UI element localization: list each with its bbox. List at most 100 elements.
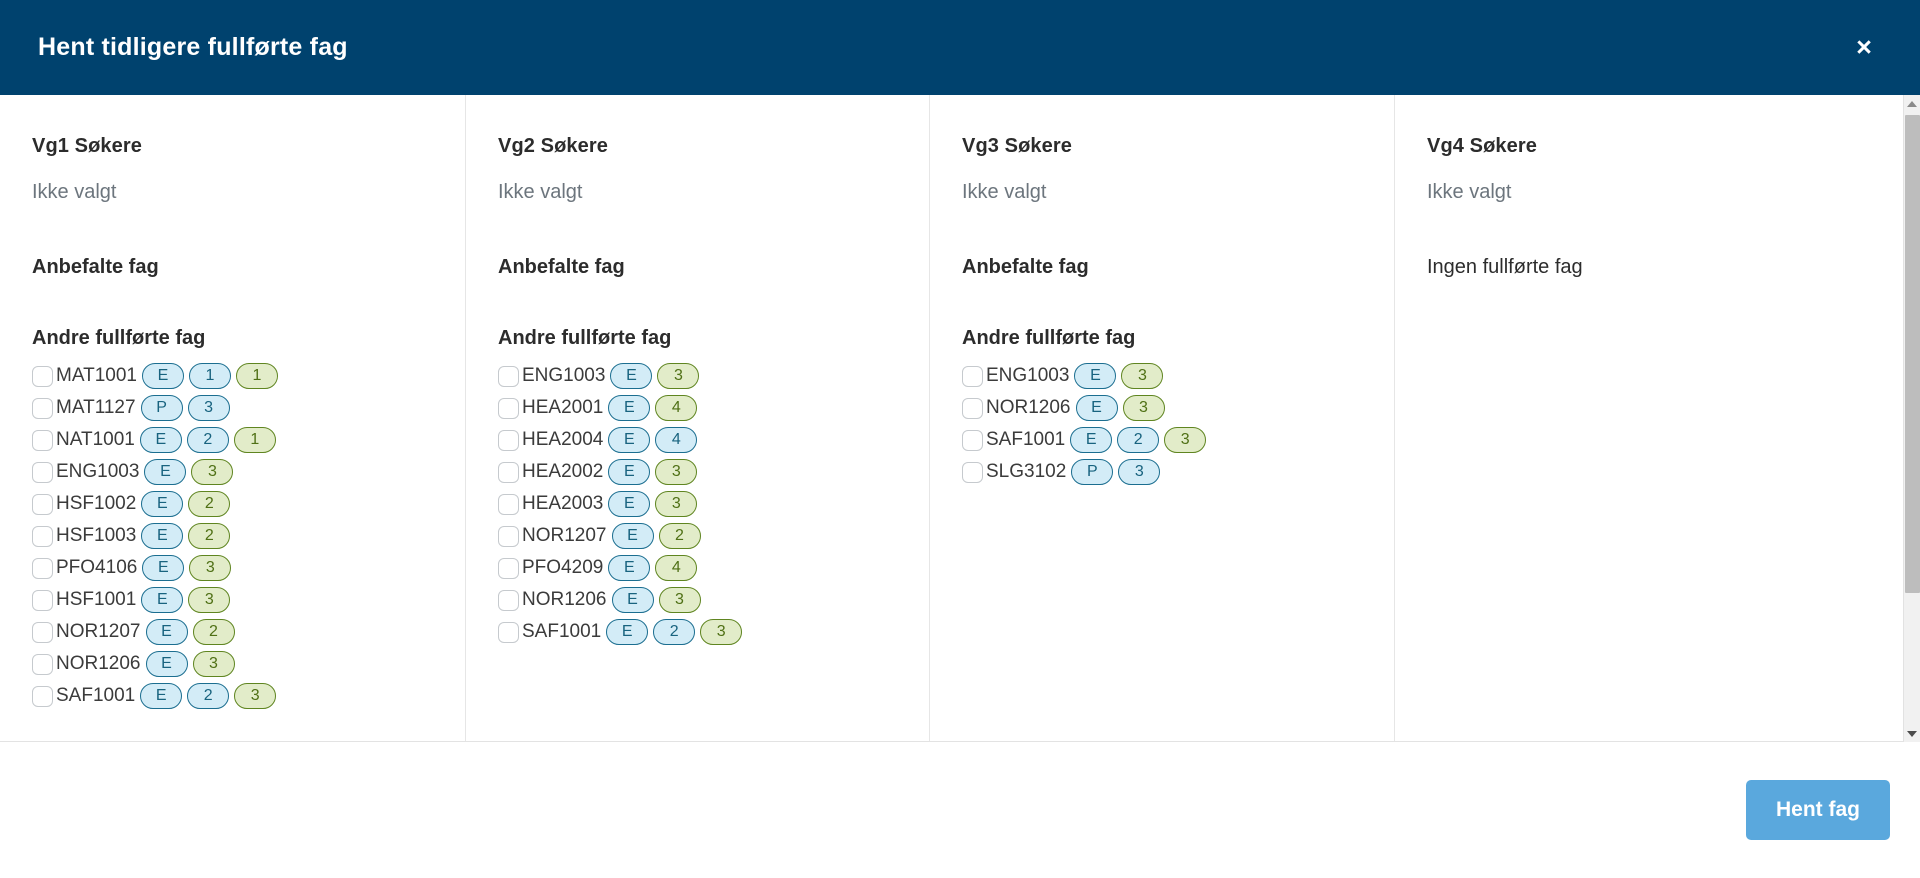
recommended-subjects-heading: Anbefalte fag [32,256,159,278]
subject-badge: P [1071,459,1114,485]
subject-badge: 3 [234,683,277,709]
subject-badge: 3 [188,587,231,613]
subject-checkbox[interactable] [32,525,53,547]
hent-fag-button[interactable]: Hent fag [1746,780,1890,840]
subject-badge: 3 [1122,395,1165,421]
scroll-down-arrow-icon[interactable] [1904,725,1920,742]
subject-badge: E [145,651,188,677]
subject-badge: 3 [1164,427,1207,453]
subject-badge: 3 [1118,459,1161,485]
recommended-subjects-heading: Anbefalte fag [498,256,625,278]
subject-badge: 3 [187,395,230,421]
subject-code: NOR1207 [522,525,607,546]
column-selection-status: Ikke valgt [1427,181,1512,203]
subject-checkbox[interactable] [32,461,53,483]
subject-checkbox[interactable] [498,397,519,419]
subject-checkbox[interactable] [498,493,519,515]
subject-checkbox[interactable] [32,365,53,387]
subject-code: NOR1206 [522,589,607,610]
subject-badge: E [145,619,188,645]
subject-badge: E [608,427,651,453]
subject-badge: E [141,363,184,389]
scrollbar-thumb[interactable] [1905,115,1920,593]
subject-checkbox[interactable] [32,493,53,515]
subject-checkbox[interactable] [32,557,53,579]
subject-badge: 2 [186,427,229,453]
subject-checkbox[interactable] [32,397,53,419]
subject-checkbox[interactable] [498,365,519,387]
subject-checkbox[interactable] [32,621,53,643]
subject-code: PFO4209 [522,557,604,578]
subject-code: ENG1003 [56,461,140,482]
subject-badge: 2 [192,619,235,645]
subject-badge: 1 [233,427,276,453]
subject-badge: E [608,395,651,421]
subject-checkbox[interactable] [962,429,983,451]
subject-badge: E [610,363,653,389]
subject-checkbox[interactable] [498,589,519,611]
subject-badge: E [141,523,184,549]
scroll-up-arrow-icon[interactable] [1904,95,1920,112]
subject-checkbox[interactable] [498,525,519,547]
column-selection-status: Ikke valgt [962,181,1047,203]
other-subjects-heading: Andre fullførte fag [32,327,206,349]
subject-badge: 3 [1121,363,1164,389]
subject-checkbox[interactable] [962,397,983,419]
subject-badge: E [611,587,654,613]
subject-badge: P [140,395,183,421]
close-icon[interactable]: × [1844,28,1884,68]
subject-badge: E [1070,427,1113,453]
subject-badge: 3 [700,619,743,645]
subject-checkbox[interactable] [32,653,53,675]
subject-badge: 2 [188,491,231,517]
subject-badge: 3 [655,459,698,485]
subject-checkbox[interactable] [32,685,53,707]
subject-code: PFO4106 [56,557,138,578]
subject-checkbox[interactable] [962,365,983,387]
recommended-subjects-heading: Anbefalte fag [962,256,1089,278]
subject-checkbox[interactable] [498,557,519,579]
subject-code: SAF1001 [56,685,136,706]
subject-badge: 4 [655,395,698,421]
vertical-scrollbar[interactable] [1903,95,1920,742]
subject-checkbox[interactable] [498,621,519,643]
subject-checkbox[interactable] [498,461,519,483]
subject-checkbox[interactable] [32,429,53,451]
subject-checkbox[interactable] [498,429,519,451]
subject-checkbox[interactable] [32,589,53,611]
subject-checkbox[interactable] [962,461,983,483]
subject-code: NOR1207 [56,621,141,642]
subject-badge: 3 [189,555,232,581]
